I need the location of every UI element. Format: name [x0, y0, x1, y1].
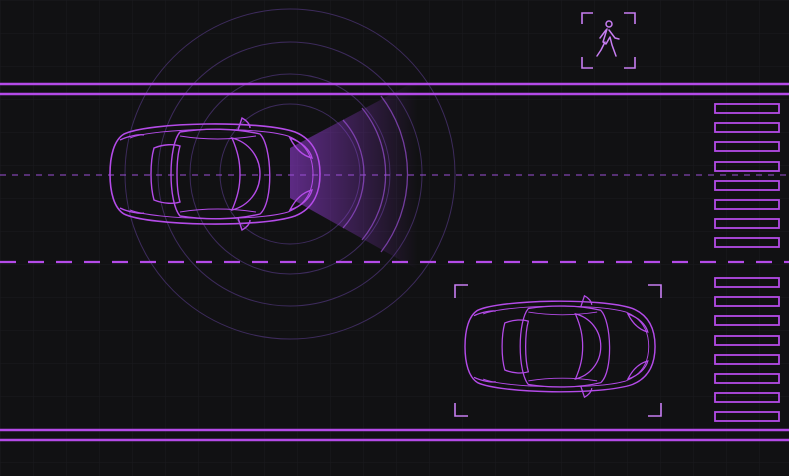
pedestrian-detection-box	[581, 12, 636, 69]
pedestrian-icon	[596, 20, 620, 57]
road-top-boundary	[0, 82, 789, 96]
crosswalk-upper	[714, 103, 780, 248]
vehicle-detection-box	[454, 284, 662, 417]
road-bottom-boundary	[0, 428, 789, 442]
crosswalk-lower	[714, 277, 780, 422]
radar-cone-arcs	[342, 95, 409, 253]
